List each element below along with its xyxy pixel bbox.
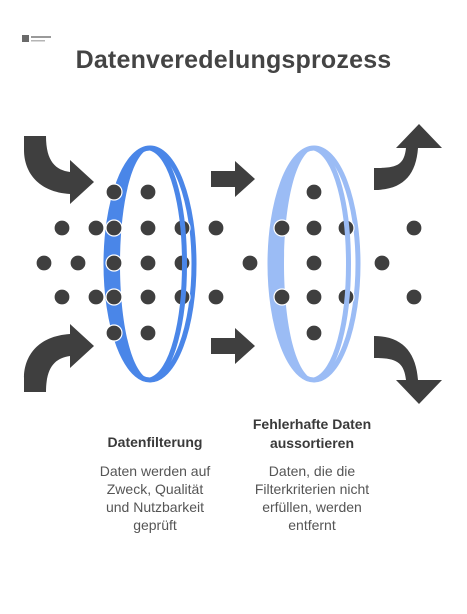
data-dot xyxy=(53,288,71,306)
data-dot xyxy=(273,288,291,306)
stage-1-description: Daten werden auf Zweck, Qualität und Nut… xyxy=(70,462,240,534)
data-dot xyxy=(305,288,323,306)
stage-2-description: Daten, die die Filterkriterien nicht erf… xyxy=(222,462,402,534)
data-dot xyxy=(305,324,323,342)
arrow-middle-top-icon xyxy=(211,161,255,197)
stage-2-heading-line: aussortieren xyxy=(269,435,355,451)
filter-ring-1-front-edge xyxy=(148,145,187,383)
flow-arrows xyxy=(24,124,442,404)
data-dot xyxy=(207,288,225,306)
data-dot xyxy=(35,254,53,272)
arrow-out-bottom-right-icon xyxy=(374,336,442,404)
data-dot xyxy=(139,183,157,201)
data-dot xyxy=(139,288,157,306)
data-dot xyxy=(305,219,323,237)
data-dots xyxy=(35,183,423,342)
data-dot xyxy=(207,219,225,237)
data-dot xyxy=(305,183,323,201)
data-dot xyxy=(105,324,123,342)
stage-2-heading-line: Fehlerhafte Daten xyxy=(252,416,372,432)
data-dot xyxy=(105,254,123,272)
data-dot xyxy=(241,254,259,272)
filter-rings-front xyxy=(148,145,351,383)
stage-2-description-line: Filterkriterien nicht xyxy=(254,481,370,497)
stage-1-description-line: Daten werden auf xyxy=(99,463,211,479)
stage-1-description-line: und Nutzbarkeit xyxy=(105,499,205,515)
data-dot xyxy=(105,219,123,237)
data-dot xyxy=(305,254,323,272)
data-dot xyxy=(273,219,291,237)
arrow-in-top-left-icon xyxy=(24,136,94,204)
stage-1-description-line: geprüft xyxy=(133,517,177,533)
data-dot xyxy=(105,183,123,201)
filter-ring-1-crescent xyxy=(106,148,150,380)
filter-ring-2-front-edge xyxy=(312,145,351,383)
data-dot xyxy=(69,254,87,272)
page-title: Datenveredelungsprozess xyxy=(75,46,392,74)
data-dot xyxy=(87,219,105,237)
stage-2-description-line: erfüllen, werden xyxy=(262,499,362,515)
filter-ring-2-crescent xyxy=(270,148,314,380)
stage-1-heading: Datenfilterung xyxy=(107,434,203,450)
stage-2-description-line: Daten, die die xyxy=(268,463,356,479)
data-dot xyxy=(405,219,423,237)
brand-logo-icon xyxy=(22,35,51,42)
arrow-in-bottom-left-icon xyxy=(24,324,94,392)
data-dot xyxy=(373,254,391,272)
data-dot xyxy=(405,288,423,306)
arrow-out-top-right-icon xyxy=(374,124,442,190)
arrow-middle-bottom-icon xyxy=(211,328,255,364)
data-dot xyxy=(139,324,157,342)
stage-1-description-line: Zweck, Qualität xyxy=(106,481,204,497)
data-dot xyxy=(139,254,157,272)
data-dot xyxy=(105,288,123,306)
data-dot xyxy=(139,219,157,237)
data-dot xyxy=(87,288,105,306)
stage-2-description-line: entfernt xyxy=(288,517,336,533)
data-dot xyxy=(53,219,71,237)
stage-2-heading: Fehlerhafte Daten aussortieren xyxy=(222,415,402,453)
